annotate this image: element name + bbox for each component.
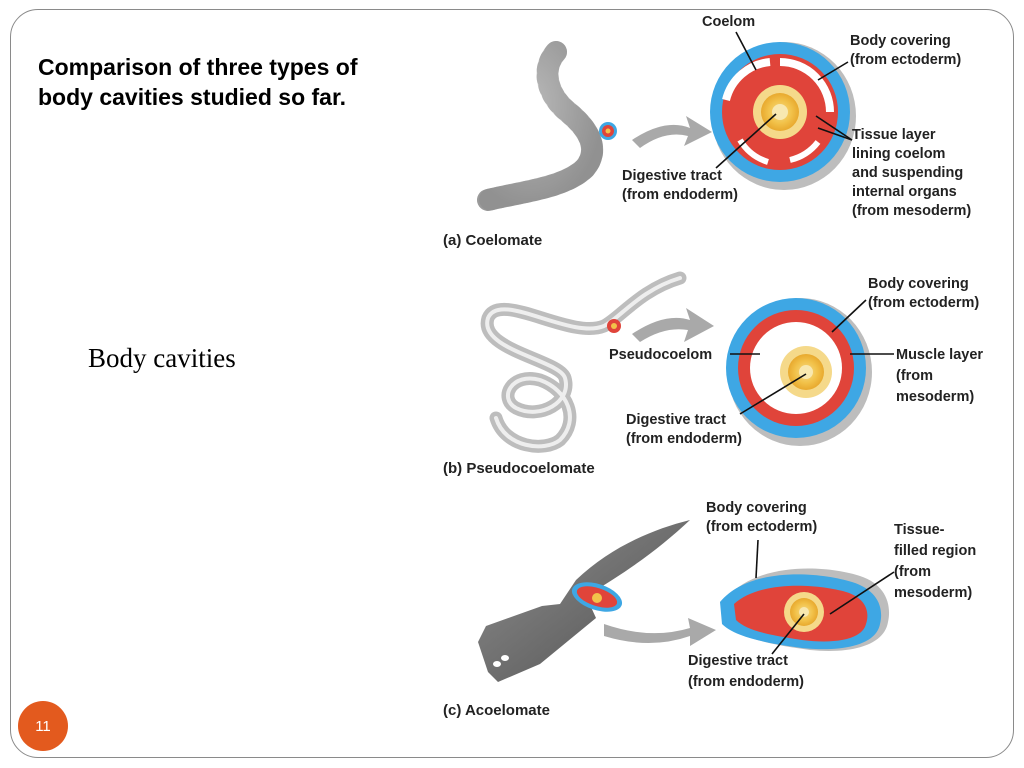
tissue-layer-label-1: Tissue layer <box>852 127 936 143</box>
tissue-layer-label-5: (from mesoderm) <box>852 203 971 219</box>
coelom-label: Coelom <box>702 14 755 30</box>
acoelomate-cross-section <box>720 568 890 651</box>
body-covering-b-label-2: (from ectoderm) <box>868 295 979 311</box>
slide-frame <box>10 9 1014 758</box>
coelomate-panel: Coelom Body covering (from ectoderm) Tis… <box>443 14 971 249</box>
digestive-b-label-1: Digestive tract <box>626 412 726 428</box>
body-covering-b-label-1: Body covering <box>868 276 969 292</box>
slide-title: Comparison of three types of body caviti… <box>38 54 358 110</box>
tissue-layer-label-3: and suspending <box>852 165 963 181</box>
pseudocoelomate-cross-section <box>726 298 872 446</box>
flatworm-illustration <box>478 520 690 682</box>
arrow-b <box>632 308 714 342</box>
digestive-c-label-1: Digestive tract <box>688 653 788 669</box>
roundworm-illustration <box>480 271 687 453</box>
tissue-filled-label-3: (from <box>894 564 931 580</box>
body-covering-a-label-1: Body covering <box>850 33 951 49</box>
muscle-layer-label-2: (from <box>896 368 933 384</box>
tissue-layer-label-2: lining coelom <box>852 146 945 162</box>
arrow-a <box>632 116 712 148</box>
body-covering-c-label-1: Body covering <box>706 500 807 516</box>
tissue-filled-label-1: Tissue- <box>894 522 945 538</box>
digestive-b-label-2: (from endoderm) <box>626 431 742 447</box>
muscle-layer-label-3: mesoderm) <box>896 389 974 405</box>
pseudocoelomate-panel: Body covering (from ectoderm) Pseudocoel… <box>443 271 983 477</box>
arrow-c <box>604 618 716 646</box>
earthworm-illustration <box>477 41 617 211</box>
tissue-layer-label-4: internal organs <box>852 184 957 200</box>
digestive-a-label-1: Digestive tract <box>622 168 722 184</box>
digestive-a-label-2: (from endoderm) <box>622 187 738 203</box>
tissue-filled-label-2: filled region <box>894 543 976 559</box>
body-covering-c-label-2: (from ectoderm) <box>706 519 817 535</box>
page-number-badge: 11 <box>18 701 68 751</box>
body-covering-a-label-2: (from ectoderm) <box>850 52 961 68</box>
muscle-layer-label-1: Muscle layer <box>896 347 983 363</box>
pseudocoelomate-caption: (b) Pseudocoelomate <box>443 460 595 477</box>
coelomate-caption: (a) Coelomate <box>443 232 542 249</box>
tissue-filled-label-4: mesoderm) <box>894 585 972 601</box>
pseudocoelom-label: Pseudocoelom <box>609 347 712 363</box>
digestive-c-label-2: (from endoderm) <box>688 674 804 690</box>
acoelomate-panel: Body covering (from ectoderm) Tissue- fi… <box>443 500 976 719</box>
acoelomate-caption: (c) Acoelomate <box>443 702 550 719</box>
slide-subtitle: Body cavities <box>88 343 236 373</box>
coelomate-cross-section <box>710 42 856 190</box>
